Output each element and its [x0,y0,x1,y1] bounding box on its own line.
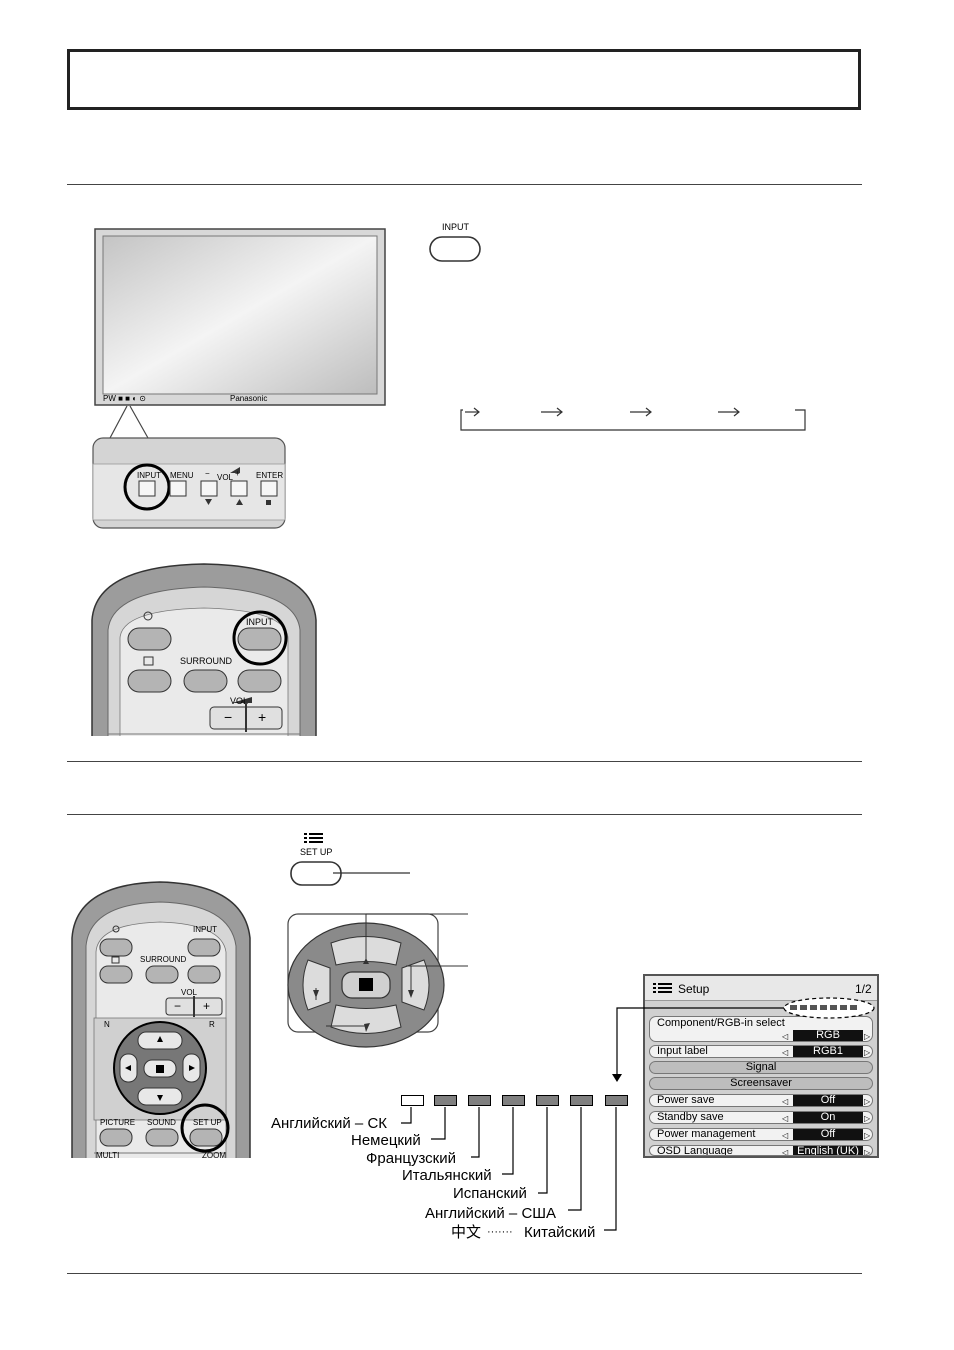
menu-row-component-rgb[interactable]: Component/RGB-in select ◁ RGB ▷ [649,1016,873,1042]
menu-row-label: Signal [745,1061,777,1073]
menu-row-value: On [793,1112,863,1123]
menu-row-label: Component/RGB-in select [657,1017,785,1029]
remote2-picture-label: PICTURE [100,1118,136,1127]
menu-row-label: Power save [657,1094,715,1106]
language-label-de: Немецкий [351,1132,421,1149]
setup-button-label: SET UP [300,847,333,857]
remote2-vol-label: VOL [181,988,198,997]
panel-enter-label: ENTER [256,471,284,480]
setup-menu-page: 1/2 [855,982,872,996]
section-divider [67,761,862,762]
remote2-multi-label: MULTI [96,1151,120,1160]
menu-row-value: RGB [793,1030,863,1041]
menu-row-label: Input label [657,1045,708,1057]
language-indicator-callout [612,997,875,1082]
arrow-right-icon: ▷ [864,1048,871,1057]
remote2-sound-label: SOUND [147,1118,176,1127]
arrow-right-icon: ▷ [864,1148,871,1156]
setup-menu-header: Setup 1/2 [645,976,877,1001]
remote-surround-label: SURROUND [180,656,233,666]
remote2-vol-plus: + [203,999,211,1013]
language-label-en-us: Английский – США [425,1205,557,1222]
remote2-vol-minus: − [174,999,182,1013]
page-title-box [67,49,861,110]
language-box-es [536,1095,559,1106]
setup-menu-osd: Setup 1/2 Component/RGB-in select ◁ RGB … [643,974,879,1158]
language-leader-lines [401,1107,617,1231]
language-box-fr [468,1095,491,1106]
panel-vol-label: VOL [217,473,234,482]
menu-row-input-label[interactable]: Input label ◁ RGB1 ▷ [649,1045,873,1058]
navigation-pad[interactable] [286,910,470,1050]
remote2-n-label: N [104,1020,110,1029]
menu-row-label: Power management [657,1128,756,1140]
menu-row-osd-language[interactable]: OSD Language ◁ English (UK) ▷ [649,1145,873,1156]
arrow-right-icon: ▷ [864,1032,871,1041]
language-box-it [502,1095,525,1106]
arrow-left-icon: ◁ [782,1048,789,1057]
input-cycle-diagram [460,407,806,431]
menu-row-power-save[interactable]: Power save ◁ Off ▷ [649,1094,873,1107]
panel-vol-plus-label: + [235,469,240,478]
input-button-icon[interactable] [428,234,484,264]
menu-row-label: Standby save [657,1111,724,1123]
arrow-left-icon: ◁ [782,1114,789,1123]
section-divider [67,814,862,815]
remote-vol-plus: + [258,709,267,725]
arrow-right-icon: ▷ [864,1097,871,1106]
remote2-zoom-label: ZOOM [202,1151,226,1160]
language-label-it: Итальянский [402,1167,492,1184]
remote2-setup-label: SET UP [193,1118,222,1127]
remote-input-label: INPUT [246,617,273,627]
remote-control-illustration [91,563,317,736]
input-button-label: INPUT [442,222,469,232]
section-divider [67,1273,862,1274]
menu-row-standby-save[interactable]: Standby save ◁ On ▷ [649,1111,873,1124]
language-box-zh [605,1095,628,1106]
menu-row-value: Off [793,1095,863,1106]
brand-logo: Panasonic [230,394,268,403]
remote2-r-label: R [209,1020,215,1029]
menu-row-value: English (UK) [793,1146,863,1155]
setup-menu-icon [304,833,323,843]
menu-row-value: Off [793,1129,863,1140]
language-label-zh-glyph: 中文 [451,1224,482,1241]
language-box-de [434,1095,457,1106]
remote2-surround-label: SURROUND [140,955,187,964]
menu-row-value: RGB1 [793,1046,863,1057]
section-divider [67,184,862,185]
language-label-en-uk: Английский – СК [271,1115,388,1132]
setup-button-icon[interactable] [288,858,412,888]
indicator-text: PW ■ ■ ◐ ⊙ [103,394,146,403]
menu-row-label: OSD Language [657,1145,733,1156]
menu-row-signal[interactable]: Signal [649,1061,873,1074]
panel-input-label: INPUT [137,471,161,480]
panel-menu-label: MENU [170,471,194,480]
language-box-en-uk [401,1095,424,1106]
setup-menu-title: Setup [678,982,710,996]
language-label-fr: Французский [366,1150,456,1167]
language-label-es: Испанский [453,1185,527,1202]
arrow-left-icon: ◁ [782,1131,789,1140]
remote-vol-minus: − [224,709,233,725]
remote2-input-label: INPUT [193,925,217,934]
arrow-right-icon: ▷ [864,1114,871,1123]
arrow-left-icon: ◁ [782,1032,789,1041]
remote-vol-label: VOL [230,696,249,706]
remote-control-setup-illustration [71,881,251,1158]
menu-row-label: Screensaver [730,1077,792,1089]
panel-vol-minus-label: − [205,469,210,478]
menu-row-power-management[interactable]: Power management ◁ Off ▷ [649,1128,873,1141]
arrow-right-icon: ▷ [864,1131,871,1140]
arrow-left-icon: ◁ [782,1097,789,1106]
setup-menu-icon [653,983,672,993]
menu-row-screensaver[interactable]: Screensaver [649,1077,873,1090]
language-box-en-us [570,1095,593,1106]
arrow-left-icon: ◁ [782,1148,789,1156]
language-label-zh: Китайский [524,1224,596,1241]
display-illustration [92,228,386,529]
language-label-zh-dots: ······· [487,1226,513,1238]
